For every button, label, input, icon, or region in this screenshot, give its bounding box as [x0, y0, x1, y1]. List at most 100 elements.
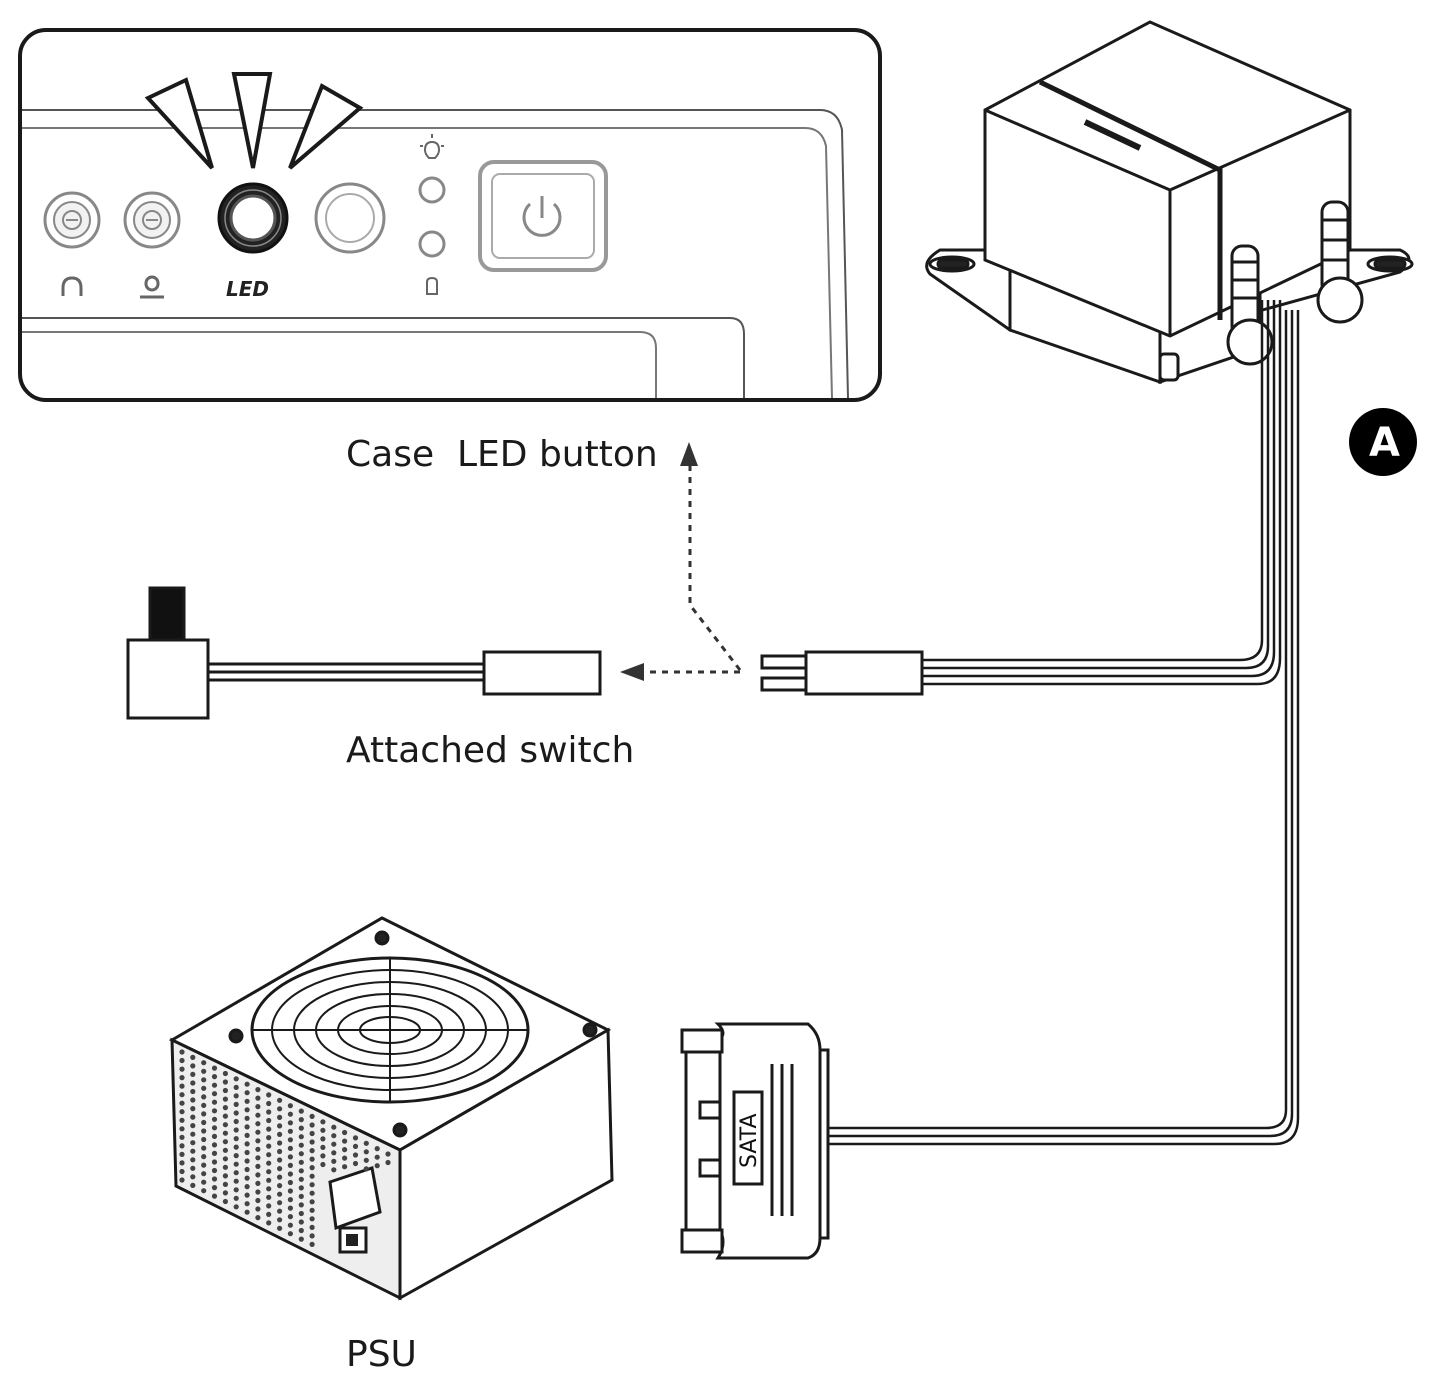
vent-hole — [298, 1236, 304, 1242]
vent-hole — [211, 1159, 218, 1165]
vent-hole — [211, 1116, 218, 1122]
vent-hole — [179, 1117, 185, 1123]
vent-hole — [298, 1185, 304, 1191]
vent-hole — [298, 1142, 304, 1148]
vent-hole — [298, 1219, 304, 1225]
vent-hole — [277, 1183, 283, 1189]
vent-hole — [277, 1114, 283, 1120]
vent-hole — [179, 1092, 185, 1098]
vent-hole — [201, 1145, 207, 1151]
vent-hole — [255, 1215, 261, 1221]
vent-hole — [222, 1181, 228, 1187]
vent-hole — [211, 1125, 218, 1131]
vent-hole — [179, 1151, 185, 1157]
vent-hole — [266, 1177, 272, 1183]
vent-hole — [266, 1194, 272, 1200]
flash-indicators — [144, 72, 364, 170]
vent-hole — [222, 1139, 228, 1145]
vent-hole — [287, 1162, 293, 1168]
vent-hole — [298, 1151, 304, 1157]
vent-hole — [352, 1143, 359, 1149]
vent-hole — [277, 1131, 283, 1137]
vent-hole — [374, 1163, 380, 1169]
vent-hole — [211, 1133, 218, 1139]
vent-hole — [309, 1182, 315, 1188]
vent-hole — [277, 1225, 283, 1231]
vent-hole — [320, 1144, 326, 1150]
vent-hole — [201, 1077, 207, 1083]
vent-hole — [201, 1136, 207, 1143]
vent-hole — [201, 1188, 207, 1194]
vent-hole — [266, 1126, 272, 1132]
vent-hole — [201, 1171, 207, 1177]
vent-hole — [287, 1128, 293, 1134]
vent-hole — [266, 1109, 272, 1115]
vent-hole — [211, 1167, 218, 1174]
vent-hole — [211, 1108, 218, 1114]
vent-hole — [201, 1154, 207, 1160]
vent-hole — [233, 1144, 239, 1150]
vent-hole — [266, 1135, 272, 1141]
vent-hole — [190, 1114, 196, 1120]
badge-a-label: A — [1369, 420, 1400, 466]
round-button — [314, 182, 386, 254]
vent-hole — [211, 1065, 218, 1071]
vent-hole — [298, 1176, 304, 1182]
attached-switch-label: Attached switch — [346, 730, 634, 771]
vent-hole — [277, 1208, 283, 1214]
vent-hole — [222, 1087, 228, 1094]
attached-switch — [126, 586, 602, 720]
vent-hole — [244, 1081, 250, 1087]
vent-hole — [287, 1214, 293, 1220]
vent-hole — [190, 1131, 196, 1137]
hdd-led — [418, 230, 446, 258]
vent-hole — [190, 1054, 196, 1060]
pump-unit — [925, 20, 1414, 385]
vent-hole — [277, 1191, 283, 1197]
vent-hole — [179, 1100, 185, 1106]
vent-hole — [266, 1211, 272, 1217]
vent-hole — [179, 1134, 185, 1140]
vent-hole — [233, 1204, 239, 1210]
vent-hole — [179, 1083, 185, 1089]
vent-hole — [244, 1192, 250, 1198]
vent-hole — [320, 1136, 326, 1142]
vent-hole — [298, 1134, 304, 1140]
vent-hole — [255, 1112, 261, 1118]
vent-hole — [331, 1167, 337, 1173]
vent-hole — [244, 1158, 250, 1164]
vent-hole — [244, 1175, 250, 1181]
vent-hole — [179, 1049, 185, 1055]
vent-hole — [190, 1106, 196, 1112]
vent-hole — [222, 1164, 228, 1170]
vent-hole — [179, 1126, 185, 1132]
vent-hole — [298, 1193, 304, 1199]
vent-hole — [385, 1151, 391, 1157]
vent-hole — [190, 1080, 196, 1086]
vent-hole — [233, 1093, 239, 1099]
vent-hole — [190, 1165, 196, 1171]
vent-hole — [374, 1146, 380, 1152]
vent-hole — [287, 1171, 293, 1177]
vent-hole — [190, 1123, 196, 1129]
vent-hole — [298, 1117, 304, 1123]
vent-hole — [211, 1150, 218, 1156]
vent-hole — [244, 1209, 250, 1215]
vent-hole — [266, 1092, 272, 1098]
vent-hole — [233, 1153, 239, 1159]
vent-hole — [309, 1165, 315, 1171]
vent-hole — [190, 1182, 196, 1188]
badge-a — [1349, 408, 1417, 476]
vent-hole — [277, 1217, 283, 1223]
vent-hole — [309, 1139, 315, 1145]
vent-hole — [309, 1241, 315, 1247]
vent-hole — [222, 1122, 228, 1128]
vent-hole — [352, 1160, 359, 1167]
vent-hole — [211, 1185, 218, 1191]
vent-hole — [287, 1179, 293, 1186]
psu-vent-grille — [179, 1049, 391, 1247]
vent-hole — [179, 1109, 185, 1115]
vent-hole — [298, 1202, 304, 1208]
headphone-port — [43, 191, 101, 249]
